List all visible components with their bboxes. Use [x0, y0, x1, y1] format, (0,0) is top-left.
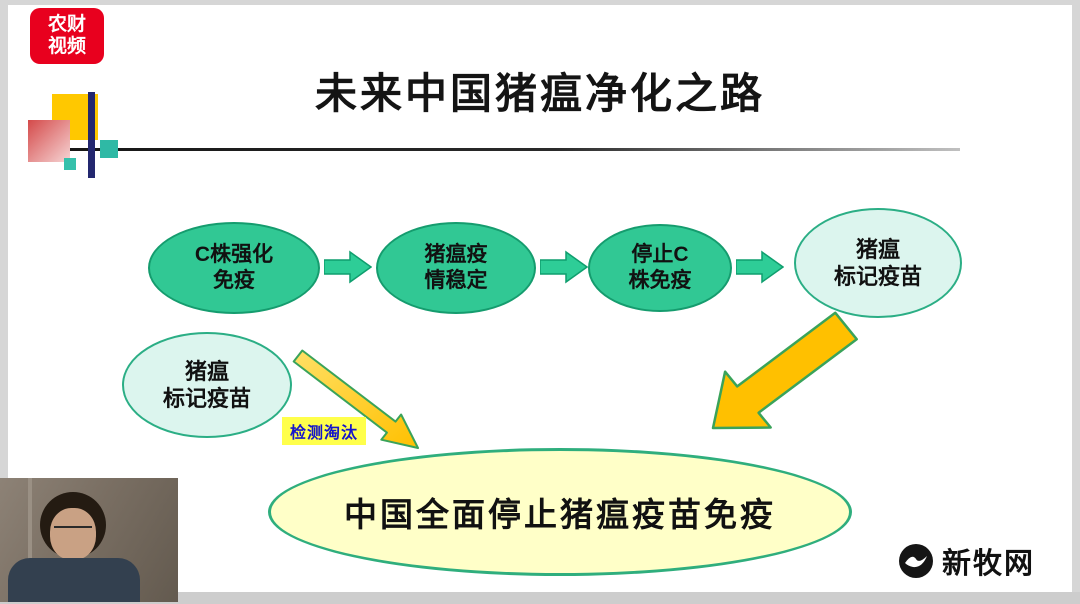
- flow-arrow-icon: [736, 250, 784, 284]
- result-ellipse-stop-vaccination: 中国全面停止猪瘟疫苗免疫: [268, 448, 852, 576]
- flow-node-marker-vaccine-left: 猪瘟 标记疫苗: [122, 332, 292, 438]
- flow-arrow-icon: [324, 250, 372, 284]
- presenter-face: [50, 508, 96, 560]
- presenter-glasses: [54, 526, 92, 536]
- flow-arrow-icon: [540, 250, 588, 284]
- flow-node-c-strain-immunization: C株强化 免疫: [148, 222, 320, 314]
- nongcai-video-logo-text: 农财 视频: [47, 14, 86, 57]
- deco-teal-square: [100, 140, 118, 158]
- webcam-background-doorframe: [28, 478, 32, 602]
- webcam-video: [0, 478, 178, 602]
- big-down-arrow-icon: [711, 311, 858, 430]
- detect-eliminate-arrow-icon: [292, 349, 419, 449]
- deco-teal-square-small: [64, 158, 76, 170]
- watermark: 新牧网: [898, 540, 1035, 582]
- bottom-gray-strip: [0, 592, 1080, 604]
- deco-pink-square: [28, 120, 70, 162]
- flow-node-marker-vaccine-top: 猪瘟 标记疫苗: [794, 208, 962, 318]
- slide-title: 未来中国猪瘟净化之路: [314, 70, 765, 117]
- nongcai-video-logo: 农财 视频: [30, 8, 104, 64]
- watermark-text: 新牧网: [942, 548, 1036, 580]
- xinmu-logo-icon: [899, 544, 933, 578]
- edge-label-detect-eliminate: 检测淘汰: [282, 417, 367, 445]
- presenter-body: [8, 558, 140, 602]
- flow-node-epidemic-stable: 猪瘟疫 情稳定: [376, 222, 536, 314]
- flow-node-stop-c-strain: 停止C 株免疫: [588, 224, 732, 312]
- deco-navy-bar: [88, 92, 95, 178]
- title-underline: [60, 148, 960, 151]
